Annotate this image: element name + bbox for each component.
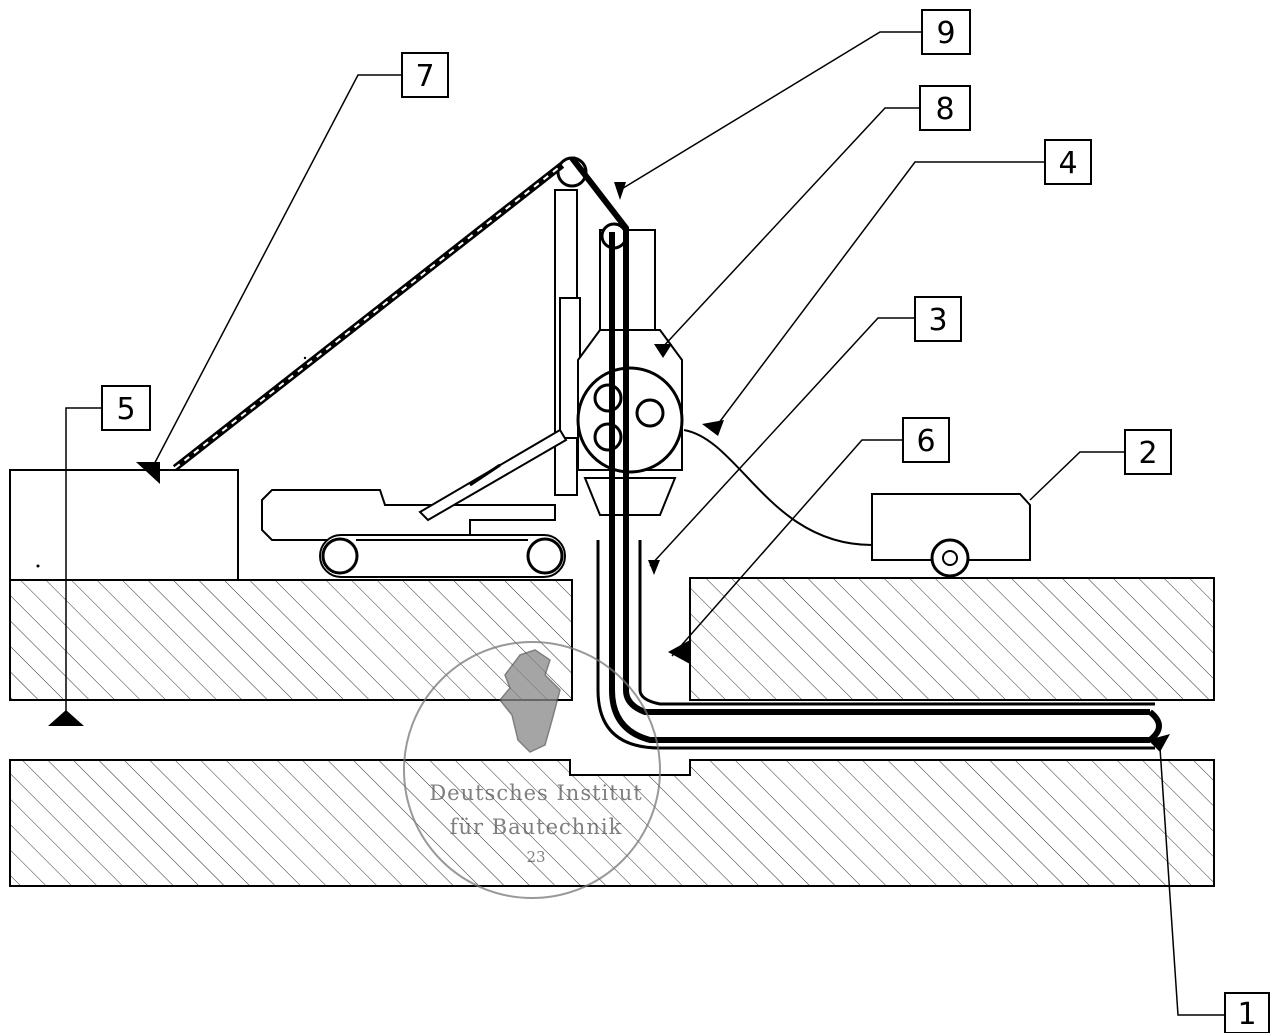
- callout-7-label: 7: [415, 59, 434, 94]
- seal-bear-emblem: [499, 649, 561, 753]
- official-seal: Deutsches Institut für Bautechnik 23: [403, 641, 661, 899]
- seal-number: 23: [526, 848, 545, 866]
- seal-line-1: Deutsches Institut: [429, 781, 642, 805]
- callout-3-label: 3: [928, 303, 947, 338]
- leader-lines: [65, 31, 1225, 1016]
- callout-1: 1: [1224, 992, 1270, 1033]
- callout-9-label: 9: [936, 16, 955, 51]
- callout-5: 5: [101, 385, 151, 431]
- callout-6: 6: [902, 417, 950, 463]
- upper-soil-right: [689, 577, 1215, 701]
- pump-trailer: [683, 429, 1031, 578]
- callout-9: 9: [921, 9, 971, 55]
- callout-1-label: 1: [1237, 997, 1256, 1032]
- callout-8-label: 8: [935, 92, 954, 127]
- seal-line-2: für Bautechnik: [450, 815, 623, 839]
- callout-2: 2: [1124, 429, 1172, 475]
- callout-4: 4: [1044, 139, 1092, 185]
- storage-box: [9, 469, 239, 581]
- callout-7: 7: [401, 52, 449, 98]
- callout-4-label: 4: [1058, 146, 1077, 181]
- supply-hose: [683, 429, 873, 546]
- cable-drum: [576, 329, 684, 516]
- liner-hose: [172, 156, 1162, 750]
- callout-6-label: 6: [916, 424, 935, 459]
- callout-2-label: 2: [1138, 436, 1157, 471]
- crawler-carrier: [261, 489, 566, 578]
- callout-5-label: 5: [116, 392, 135, 427]
- callout-3: 3: [914, 296, 962, 342]
- sewer-channel: [10, 699, 1214, 701]
- upper-soil-left: [9, 579, 573, 701]
- lower-soil: [9, 759, 1215, 887]
- callout-8: 8: [919, 85, 971, 131]
